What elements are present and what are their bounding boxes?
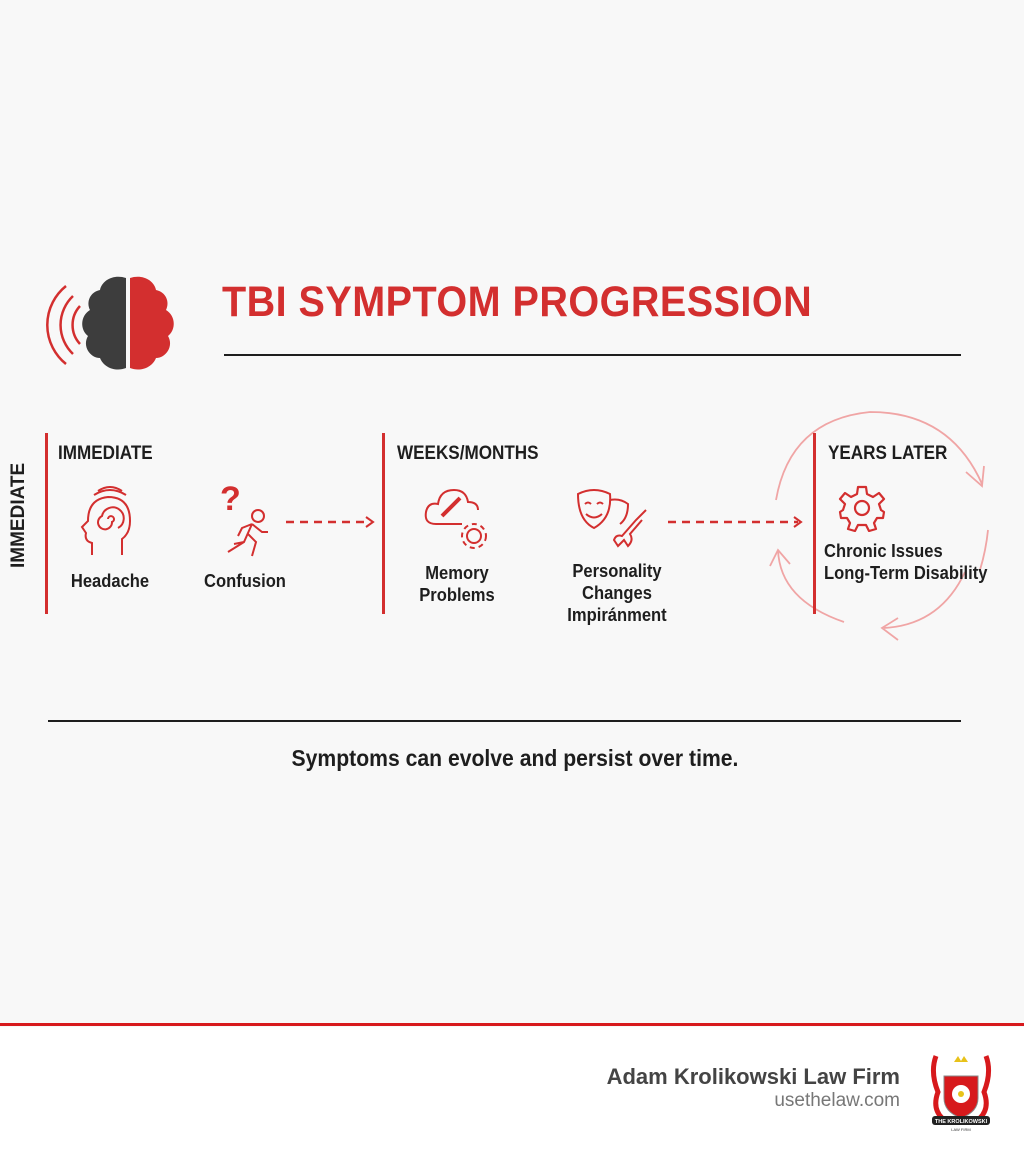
- label-line: Changes: [582, 583, 652, 603]
- cycle-arrows-icon: [769, 411, 989, 641]
- caption: Symptoms can evolve and persist over tim…: [291, 745, 739, 771]
- label-line: Problems: [419, 585, 495, 605]
- stage-divider: [45, 433, 48, 614]
- stage-heading-years-later: YEARS LATER: [828, 443, 948, 464]
- svg-text:THE KROLIKOWSKI: THE KROLIKOWSKI: [935, 1119, 988, 1125]
- stage-divider: [382, 433, 385, 614]
- svg-text:LAW FIRM: LAW FIRM: [951, 1127, 970, 1132]
- firm-crest-logo: THE KROLIKOWSKI LAW FIRM: [930, 1055, 992, 1132]
- symptom-headache: Headache: [70, 571, 150, 591]
- firm-name: Adam Krolikowski Law Firm: [606, 1064, 900, 1089]
- bottom-divider: [48, 720, 961, 722]
- page-title: TBI SYMPTOM PROGRESSION: [222, 278, 813, 326]
- side-label: IMMEDIATE: [8, 462, 29, 568]
- gear-icon: [838, 485, 886, 532]
- question-running-person-icon: ?: [220, 480, 268, 557]
- stage-heading-weeks-months: WEEKS/MONTHS: [397, 443, 539, 464]
- footer-divider: [0, 1023, 1024, 1026]
- dashed-arrow: [286, 516, 375, 528]
- svg-text:?: ?: [220, 480, 241, 518]
- label-line: Impiránment: [567, 605, 667, 625]
- symptom-memory-problems: Memory Problems: [411, 562, 503, 606]
- footer: [0, 1027, 1024, 1154]
- symptom-confusion: Confusion: [204, 571, 286, 591]
- label-line: Personality: [572, 561, 662, 581]
- label-line: Long-Term Disability: [824, 563, 988, 583]
- masks-wrench-icon: [576, 489, 647, 548]
- symptom-chronic-issues: Chronic Issues Long-Term Disability: [824, 540, 987, 584]
- stage-divider: [813, 433, 816, 614]
- head-spiral-icon: [80, 486, 132, 555]
- title-divider: [224, 354, 961, 356]
- label-line: Chronic Issues: [824, 541, 943, 561]
- cloud-link-gear-icon: [424, 488, 487, 549]
- label-line: Memory: [425, 563, 489, 583]
- stage-heading-immediate: IMMEDIATE: [58, 443, 153, 464]
- symptom-personality-changes: Personality Changes Impiránment: [557, 560, 677, 626]
- firm-url[interactable]: usethelaw.com: [774, 1090, 900, 1111]
- brain-signal-icon: [46, 276, 174, 370]
- dashed-arrow: [668, 516, 803, 528]
